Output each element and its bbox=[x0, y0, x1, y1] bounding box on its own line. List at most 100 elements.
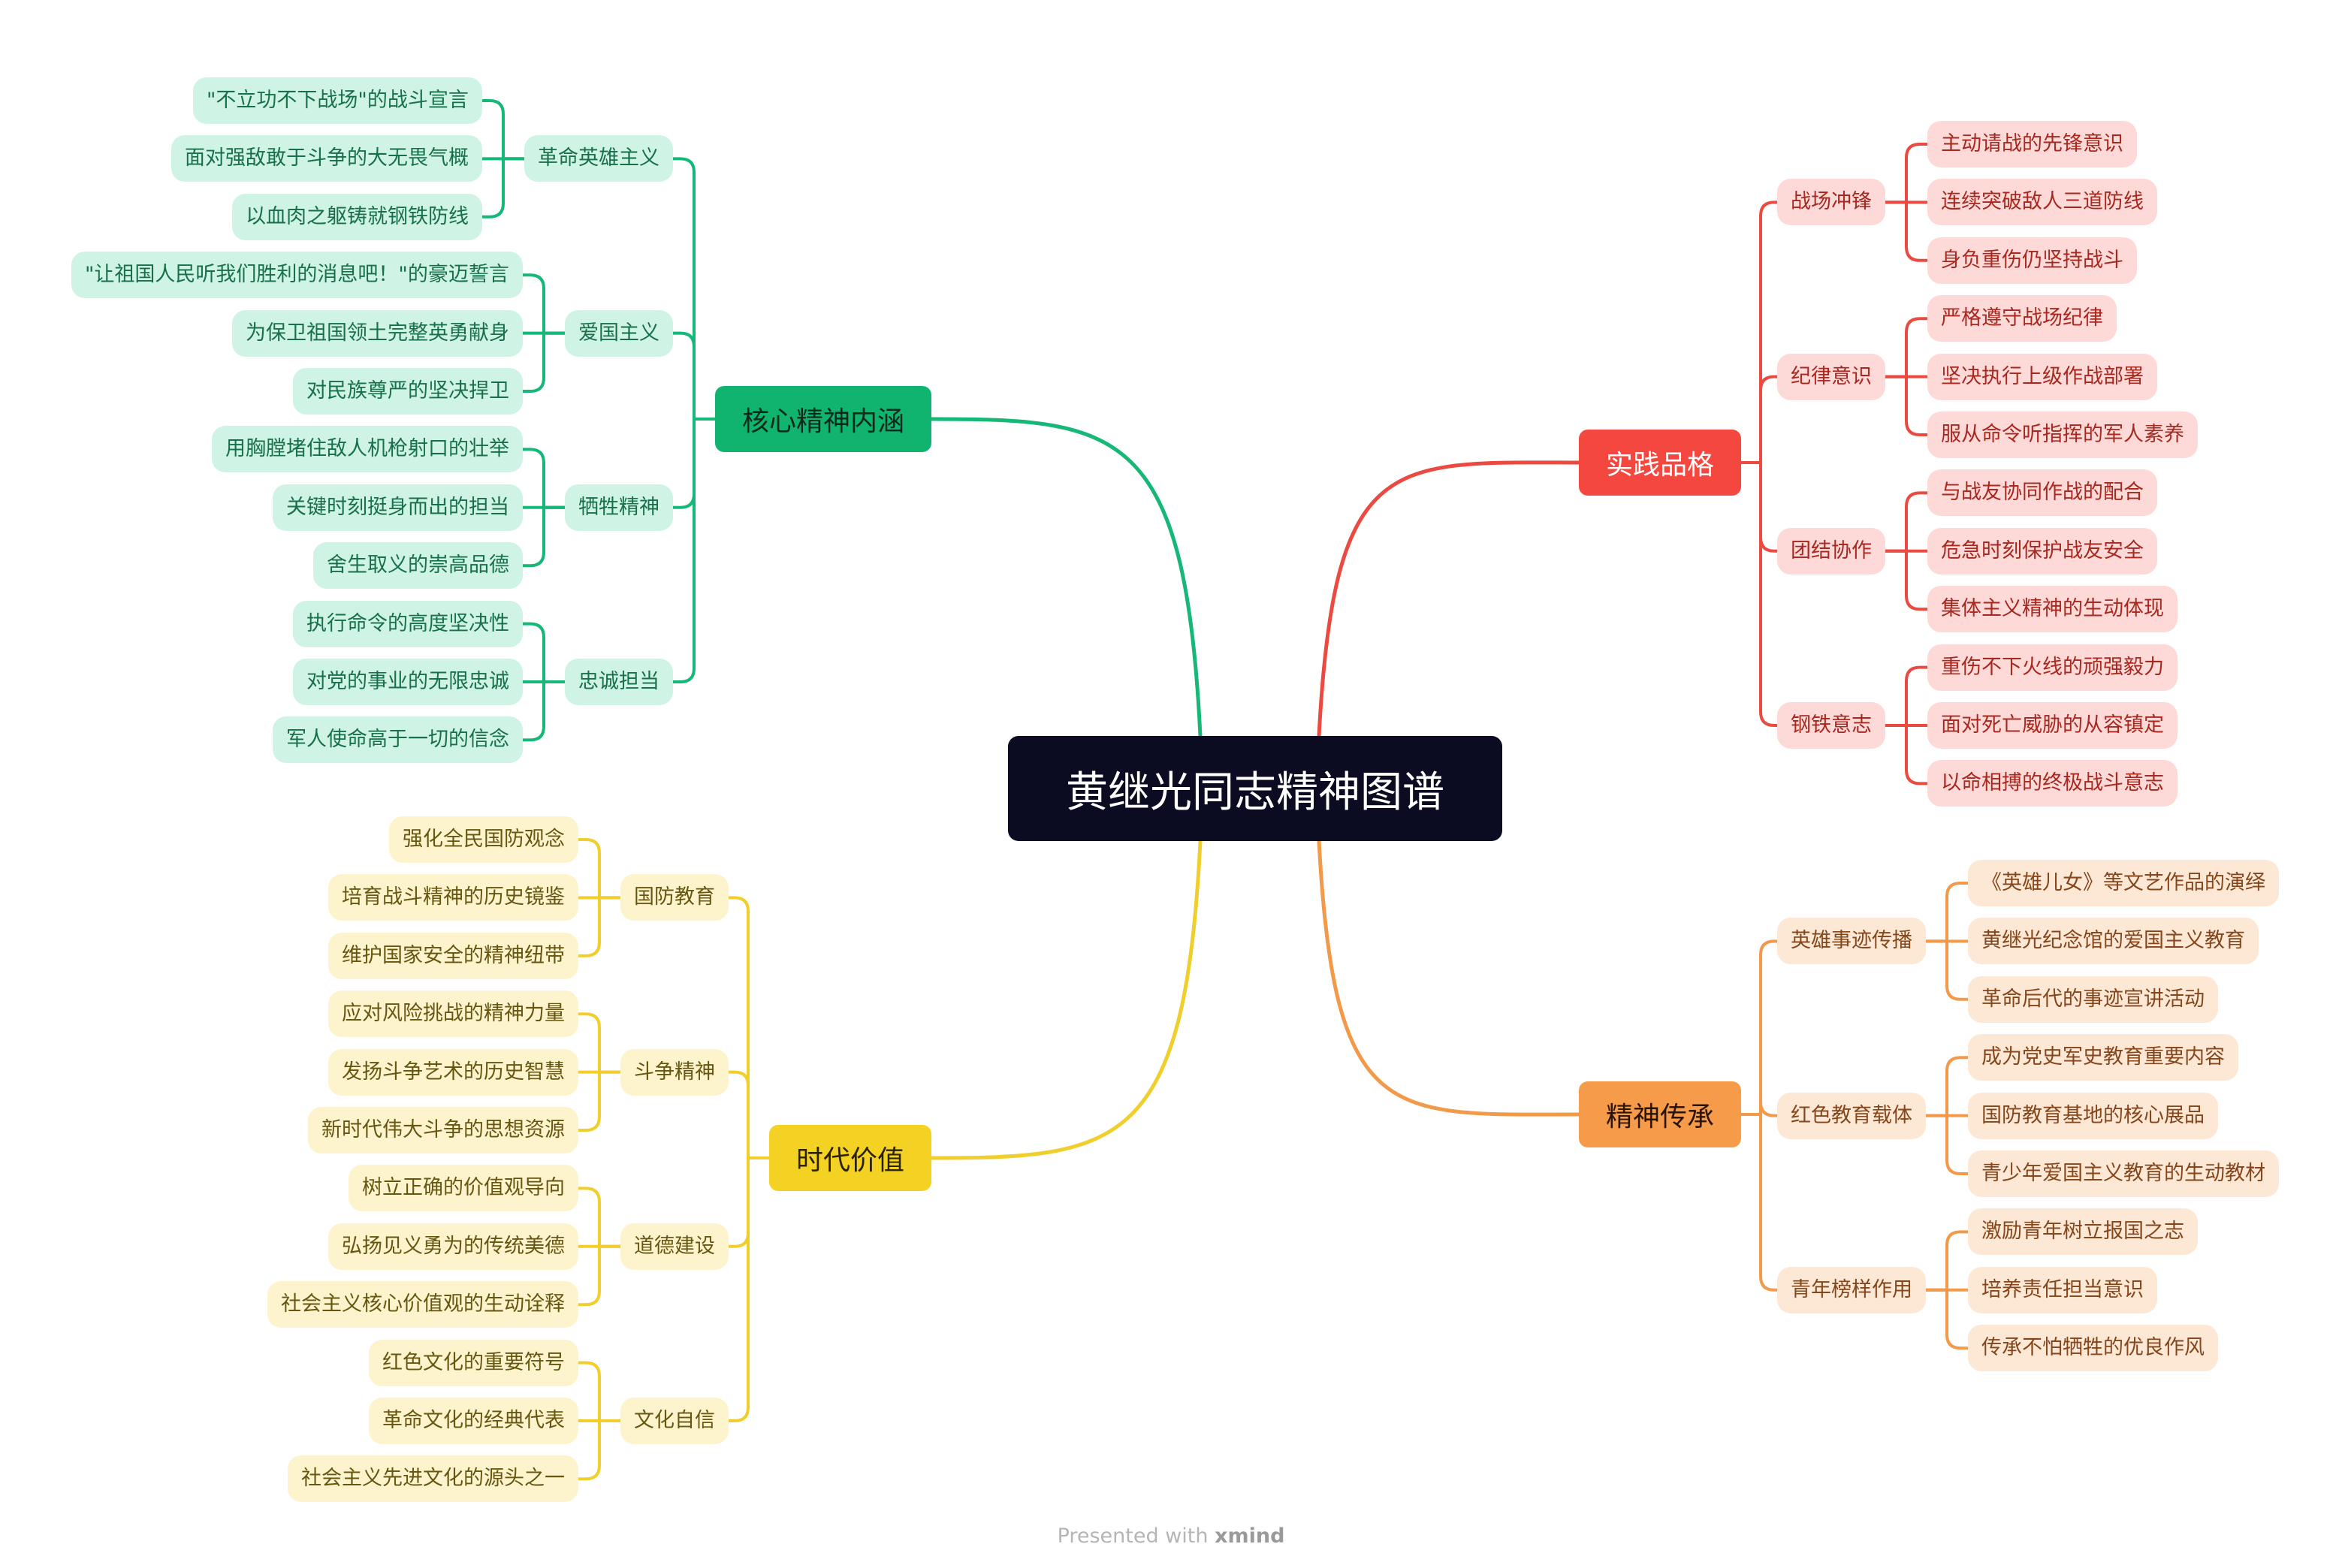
leaf-topic[interactable]: 应对风险挑战的精神力量 bbox=[328, 991, 578, 1038]
connector bbox=[1924, 1114, 1969, 1175]
leaf-topic[interactable]: 身负重伤仍坚持战斗 bbox=[1927, 237, 2137, 284]
leaf-topic[interactable]: 执行命令的高度坚决性 bbox=[293, 600, 523, 647]
connector bbox=[1740, 1113, 1779, 1292]
leaf-topic[interactable]: 集体主义精神的生动体现 bbox=[1927, 586, 2178, 633]
leaf-topic[interactable]: 关键时刻挺身而出的担当 bbox=[273, 484, 523, 531]
connector bbox=[481, 157, 526, 219]
leaf-topic[interactable]: "让祖国人民听我们胜利的消息吧！"的豪迈誓言 bbox=[71, 252, 523, 299]
connector bbox=[1884, 143, 1929, 204]
connector bbox=[577, 1070, 622, 1132]
leaf-topic[interactable]: 革命后代的事迹宣讲活动 bbox=[1968, 975, 2218, 1023]
connector bbox=[521, 680, 566, 742]
subtopic[interactable]: 爱国主义 bbox=[565, 309, 673, 357]
leaf-topic[interactable]: 红色文化的重要符号 bbox=[369, 1339, 578, 1386]
connector bbox=[1317, 839, 1581, 1117]
subtopic[interactable]: 纪律意识 bbox=[1777, 353, 1885, 400]
subtopic[interactable]: 团结协作 bbox=[1777, 527, 1885, 574]
connector bbox=[1884, 491, 1929, 553]
leaf-topic[interactable]: 成为党史军史教育重要内容 bbox=[1968, 1034, 2238, 1081]
leaf-topic[interactable]: 青少年爱国主义教育的生动教材 bbox=[1968, 1150, 2279, 1197]
subtopic[interactable]: 国防教育 bbox=[620, 874, 729, 921]
leaf-topic[interactable]: 培养责任担当意识 bbox=[1968, 1266, 2157, 1313]
leaf-topic[interactable]: 坚决执行上级作战部署 bbox=[1927, 353, 2157, 400]
connector bbox=[577, 1187, 622, 1248]
leaf-topic[interactable]: 与战友协同作战的配合 bbox=[1927, 469, 2157, 517]
connector bbox=[521, 448, 566, 509]
connector bbox=[577, 896, 622, 957]
connector bbox=[727, 1156, 771, 1422]
connector bbox=[1740, 939, 1779, 1116]
leaf-topic[interactable]: 严格遵守战场纪律 bbox=[1927, 295, 2117, 342]
connector bbox=[672, 331, 717, 421]
connector bbox=[1740, 201, 1779, 464]
leaf-topic[interactable]: 发扬斗争艺术的历史智慧 bbox=[328, 1048, 578, 1096]
leaf-topic[interactable]: 树立正确的价值观导向 bbox=[349, 1165, 578, 1212]
leaf-topic[interactable]: 面对强敌敢于斗争的大无畏气概 bbox=[171, 135, 482, 182]
leaf-topic[interactable]: 重伤不下火线的顽强毅力 bbox=[1927, 644, 2178, 691]
leaf-topic[interactable]: "不立功不下战场"的战斗宣言 bbox=[193, 77, 482, 124]
connector bbox=[1740, 461, 1779, 727]
main-topic-yellow[interactable]: 时代价值 bbox=[769, 1125, 931, 1191]
subtopic[interactable]: 斗争精神 bbox=[620, 1048, 729, 1096]
leaf-topic[interactable]: 用胸膛堵住敌人机枪射口的壮举 bbox=[212, 426, 523, 473]
connector bbox=[727, 896, 771, 1159]
subtopic[interactable]: 青年榜样作用 bbox=[1777, 1266, 1926, 1313]
connector bbox=[577, 1244, 622, 1307]
main-topic-green[interactable]: 核心精神内涵 bbox=[715, 386, 931, 452]
connector bbox=[521, 505, 566, 568]
subtopic[interactable]: 牺牲精神 bbox=[565, 484, 673, 531]
leaf-topic[interactable]: 新时代伟大斗争的思想资源 bbox=[308, 1107, 578, 1153]
subtopic[interactable]: 道德建设 bbox=[620, 1223, 729, 1270]
leaf-topic[interactable]: 舍生取义的崇高品德 bbox=[313, 542, 523, 590]
connector bbox=[929, 417, 1203, 738]
leaf-topic[interactable]: 强化全民国防观念 bbox=[389, 816, 578, 863]
central-topic[interactable]: 黄继光同志精神图谱 bbox=[1008, 736, 1502, 841]
leaf-topic[interactable]: 对党的事业的无限忠诚 bbox=[293, 659, 523, 705]
leaf-topic[interactable]: 服从命令听指挥的军人素养 bbox=[1927, 412, 2198, 458]
leaf-topic[interactable]: 社会主义先进文化的源头之一 bbox=[288, 1455, 578, 1503]
leaf-topic[interactable]: 以血肉之躯铸就钢铁防线 bbox=[232, 193, 482, 240]
connector bbox=[577, 1361, 622, 1422]
leaf-topic[interactable]: 国防教育基地的核心展品 bbox=[1968, 1092, 2218, 1139]
leaf-topic[interactable]: 培育战斗精神的历史镜鉴 bbox=[328, 874, 578, 921]
leaf-topic[interactable]: 连续突破敌人三道防线 bbox=[1927, 179, 2157, 226]
connector bbox=[1740, 1102, 1779, 1117]
subtopic[interactable]: 英雄事迹传播 bbox=[1777, 918, 1926, 965]
main-topic-red[interactable]: 实践品格 bbox=[1579, 430, 1741, 496]
connector bbox=[521, 331, 566, 393]
connector bbox=[1924, 882, 1969, 943]
connector bbox=[1884, 201, 1929, 262]
connector bbox=[1924, 1288, 1969, 1350]
leaf-topic[interactable]: 维护国家安全的精神纽带 bbox=[328, 932, 578, 979]
connector bbox=[577, 1419, 622, 1481]
leaf-topic[interactable]: 面对死亡威胁的从容镇定 bbox=[1927, 702, 2178, 749]
subtopic[interactable]: 钢铁意志 bbox=[1777, 702, 1885, 749]
leaf-topic[interactable]: 黄继光纪念馆的爱国主义教育 bbox=[1968, 918, 2259, 965]
connector bbox=[1884, 317, 1929, 378]
leaf-topic[interactable]: 激励青年树立报国之志 bbox=[1968, 1208, 2198, 1256]
leaf-topic[interactable]: 危急时刻保护战友安全 bbox=[1927, 527, 2157, 574]
leaf-topic[interactable]: 传承不怕牺牲的优良作风 bbox=[1968, 1325, 2218, 1372]
connector bbox=[929, 839, 1203, 1160]
subtopic[interactable]: 忠诚担当 bbox=[565, 659, 673, 705]
leaf-topic[interactable]: 主动请战的先锋意识 bbox=[1927, 121, 2137, 167]
connector bbox=[672, 418, 717, 683]
leaf-topic[interactable]: 以命相搏的终极战斗意志 bbox=[1927, 760, 2178, 807]
leaf-topic[interactable]: 革命文化的经典代表 bbox=[369, 1398, 578, 1444]
subtopic[interactable]: 战场冲锋 bbox=[1777, 179, 1885, 226]
leaf-topic[interactable]: 对民族尊严的坚决捍卫 bbox=[293, 368, 523, 415]
leaf-topic[interactable]: 《英雄儿女》等文艺作品的演绎 bbox=[1968, 860, 2279, 906]
leaf-topic[interactable]: 弘扬见义勇为的传统美德 bbox=[328, 1223, 578, 1270]
footer-prefix: Presented with bbox=[1057, 1524, 1209, 1548]
leaf-topic[interactable]: 社会主义核心价值观的生动诠释 bbox=[267, 1281, 578, 1328]
subtopic[interactable]: 红色教育载体 bbox=[1777, 1092, 1926, 1139]
main-topic-orange[interactable]: 精神传承 bbox=[1579, 1081, 1741, 1147]
connector bbox=[1924, 1230, 1969, 1292]
connector bbox=[1884, 724, 1929, 786]
leaf-topic[interactable]: 军人使命高于一切的信念 bbox=[273, 716, 523, 764]
subtopic[interactable]: 文化自信 bbox=[620, 1398, 729, 1444]
subtopic[interactable]: 革命英雄主义 bbox=[524, 135, 673, 182]
connector bbox=[1884, 549, 1929, 611]
leaf-topic[interactable]: 为保卫祖国领土完整英勇献身 bbox=[232, 309, 523, 357]
connector bbox=[672, 157, 717, 421]
